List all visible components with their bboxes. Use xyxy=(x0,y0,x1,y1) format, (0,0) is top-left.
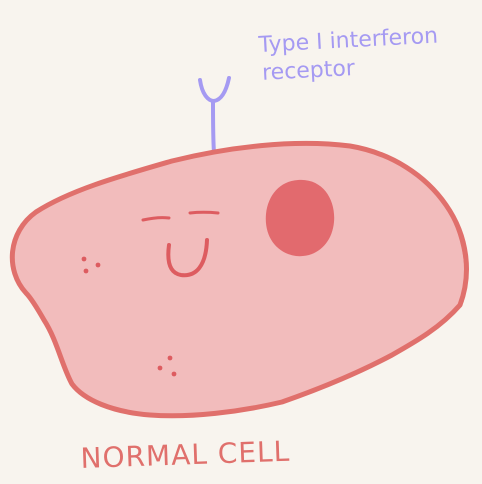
receptor-arms xyxy=(200,78,229,101)
cell-body xyxy=(12,143,466,415)
receptor-stem xyxy=(213,101,214,153)
receptor-icon xyxy=(200,78,229,153)
cell-nucleus xyxy=(266,180,334,256)
right-eye xyxy=(190,212,218,213)
receptor-label: Type I interferon receptor xyxy=(258,23,440,88)
